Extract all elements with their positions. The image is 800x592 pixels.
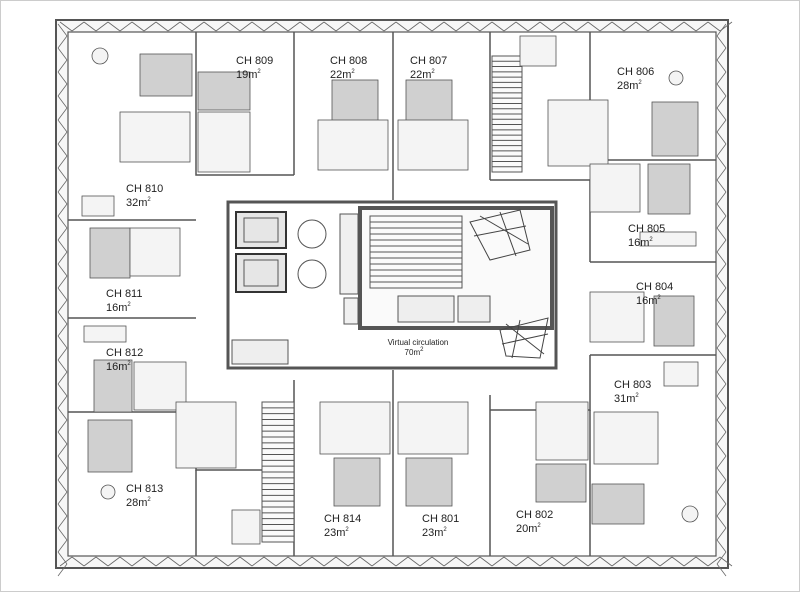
bed — [653, 295, 695, 347]
bed — [89, 227, 131, 279]
bed — [535, 463, 587, 503]
core-stair — [369, 215, 463, 289]
bed — [331, 79, 379, 123]
bed — [87, 419, 133, 473]
stair-top — [491, 55, 523, 173]
bed — [93, 359, 133, 413]
bed — [405, 457, 453, 507]
bed — [333, 457, 381, 507]
bed — [591, 483, 645, 525]
bed — [139, 53, 193, 97]
furniture — [81, 35, 699, 545]
central-core — [226, 200, 558, 370]
bed — [647, 163, 691, 215]
bed — [405, 79, 453, 123]
stair-bottom — [261, 401, 295, 543]
construction-marks — [469, 209, 549, 359]
bed — [651, 101, 699, 157]
bed — [197, 71, 251, 111]
